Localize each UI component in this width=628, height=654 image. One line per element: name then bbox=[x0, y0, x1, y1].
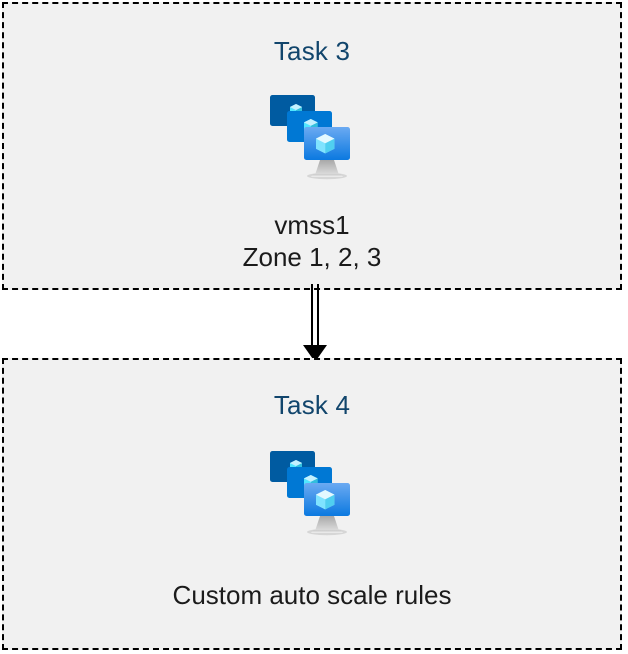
task-title-task4: Task 4 bbox=[273, 390, 351, 420]
caption-line: vmss1 bbox=[274, 210, 350, 240]
task-caption-task3: vmss1 Zone 1, 2, 3 bbox=[243, 210, 382, 273]
azure-vm-scale-set-icon bbox=[270, 451, 350, 536]
caption-line: Zone 1, 2, 3 bbox=[242, 241, 382, 272]
caption-line: Custom auto scale rules bbox=[172, 580, 452, 610]
task-title-task3: Task 3 bbox=[273, 36, 351, 66]
task-box-task3[interactable]: Task 3 bbox=[2, 2, 622, 290]
azure-vm-scale-set-icon bbox=[270, 95, 350, 180]
connector-arrow-task3-to-task4 bbox=[303, 284, 327, 362]
task-box-task4[interactable]: Task 4 bbox=[2, 358, 622, 650]
task-caption-task4: Custom auto scale rules bbox=[173, 580, 452, 612]
